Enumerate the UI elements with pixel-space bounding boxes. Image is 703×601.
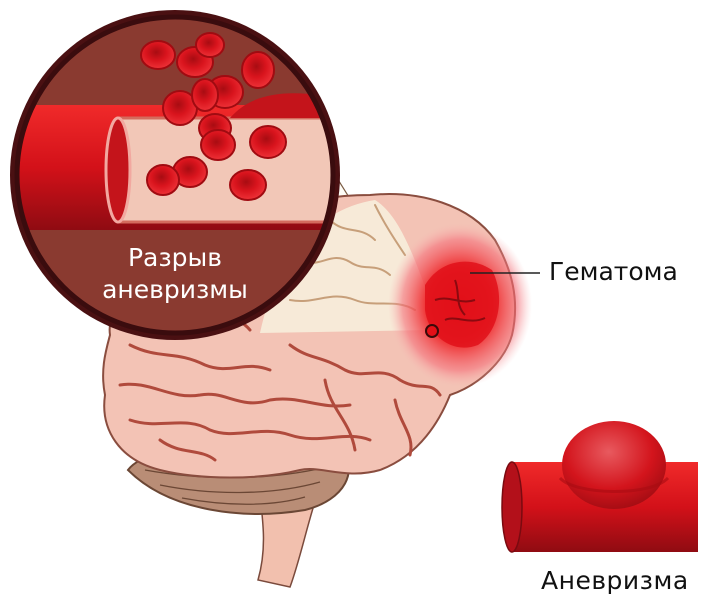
rupture-point — [426, 325, 438, 337]
rupture-label-line1: Разрыв — [75, 243, 275, 273]
hematoma-label: Гематома — [549, 257, 678, 286]
aneurysm-bulge — [562, 421, 666, 509]
rupture-label-line2: аневризмы — [75, 275, 275, 305]
aneurysm-vessel — [502, 421, 698, 552]
aneurysm-label: Аневризма — [541, 566, 689, 595]
